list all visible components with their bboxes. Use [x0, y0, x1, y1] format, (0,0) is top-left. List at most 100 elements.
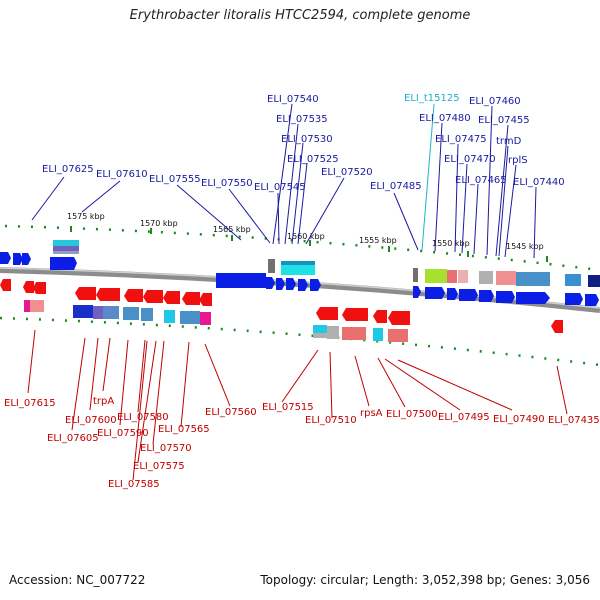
- feature-block: [103, 306, 119, 319]
- feature-block: [313, 325, 327, 333]
- reverse-leader-lines: [27, 329, 568, 481]
- reverse-gene-arrow: [182, 292, 200, 305]
- tick-label: 1545 kbp: [506, 242, 544, 251]
- forward-gene-arrow: [286, 278, 296, 290]
- reverse-gene-label: ELI_07510: [305, 415, 357, 426]
- major-tick: [150, 228, 152, 234]
- reverse-gene-label: ELI_07490: [493, 414, 545, 425]
- feature-block: [180, 311, 200, 324]
- forward-gene-arrow: [565, 293, 583, 305]
- feature-block: [479, 271, 493, 284]
- forward-gene-arrow: [496, 291, 515, 303]
- reverse-gene-arrow: [143, 290, 163, 303]
- feature-block: [53, 251, 79, 254]
- tick-label: 1560 kbp: [287, 232, 325, 241]
- reverse-gene-label: ELI_07570: [140, 443, 192, 454]
- forward-gene-label: ELI_07520: [321, 167, 373, 178]
- tick-label: 1570 kbp: [140, 219, 178, 228]
- forward-gene-block: [216, 273, 266, 288]
- reverse-gene-label: ELI_07585: [108, 479, 160, 490]
- forward-gene-arrow: [516, 292, 550, 304]
- forward-gene-arrow: [425, 287, 445, 299]
- reverse-gene-arrow: [96, 288, 120, 301]
- reverse-gene-label: ELI_07495: [438, 412, 490, 423]
- feature-block: [327, 326, 339, 339]
- reverse-gene-arrow: [551, 320, 563, 333]
- forward-gene-label: ELI_07480: [419, 113, 471, 124]
- reverse-gene-label: ELI_07605: [47, 433, 99, 444]
- major-tick: [388, 246, 390, 252]
- forward-gene-arrow: [50, 257, 77, 270]
- forward-gene-label: ELI_07555: [149, 174, 201, 185]
- reverse-gene-arrow: [388, 311, 410, 325]
- forward-gene-arrow: [585, 294, 599, 306]
- reverse-gene-arrow: [124, 289, 143, 302]
- reverse-gene-arrow: [75, 287, 96, 300]
- forward-gene-label: ELI_07460: [469, 96, 521, 107]
- reverse-gene-label: ELI_07590: [97, 428, 149, 439]
- feature-block: [200, 312, 211, 325]
- forward-gene-label: ELI_07540: [267, 94, 319, 105]
- genome-summary-text: Topology: circular; Length: 3,052,398 bp…: [260, 573, 590, 587]
- reverse-gene-label: ELI_07615: [4, 398, 56, 409]
- feature-block: [565, 274, 581, 286]
- tick-label: 1575 kbp: [67, 212, 105, 221]
- forward-gene-label: ELI_07530: [281, 134, 333, 145]
- feature-block: [164, 310, 175, 323]
- forward-gene-labels: ELI_07625 ELI_07610 ELI_07555 ELI_07550 …: [42, 93, 565, 193]
- forward-gene-label: ELI_07525: [287, 154, 339, 165]
- feature-block: [447, 270, 457, 283]
- feature-block: [53, 246, 79, 251]
- major-tick: [546, 256, 548, 262]
- feature-block: [73, 305, 93, 318]
- feature-block: [281, 261, 315, 265]
- major-tick: [70, 226, 72, 232]
- feature-block: [53, 240, 79, 246]
- reverse-gene-arrow: [342, 308, 368, 321]
- reverse-genes: [0, 279, 563, 342]
- reverse-gene-arrow: [199, 293, 212, 306]
- tick-label: 1565 kbp: [213, 225, 251, 234]
- forward-gene-label: ELI_07610: [96, 169, 148, 180]
- forward-gene-arrow: [310, 279, 321, 291]
- reverse-gene-arrow: [0, 279, 11, 291]
- forward-gene-label: ELI_07550: [201, 178, 253, 189]
- accession-text: Accession: NC_007722: [9, 573, 146, 587]
- reverse-gene-arrow: [316, 307, 338, 320]
- forward-gene-label: ELI_07535: [276, 114, 328, 125]
- forward-gene-arrow: [298, 279, 308, 291]
- forward-gene-label: ELI_07455: [478, 115, 530, 126]
- forward-leader-lines: [31, 103, 537, 259]
- forward-gene-arrow: [459, 289, 478, 301]
- forward-gene-arrow: [22, 253, 31, 265]
- forward-gene-label: ELI_07440: [513, 177, 565, 188]
- feature-block: [388, 329, 408, 342]
- genome-map: 1575 kbp 1570 kbp 1565 kbp 1560 kbp 1555…: [0, 93, 600, 490]
- feature-block: [373, 328, 383, 341]
- reverse-gene-arrow: [163, 291, 180, 304]
- trna-gene-label: ELI_t15125: [404, 93, 460, 104]
- forward-gene-label: ELI_07625: [42, 164, 94, 175]
- reverse-gene-label: ELI_07580: [117, 412, 169, 423]
- feature-block: [425, 269, 447, 283]
- reverse-gene-arrow: [33, 282, 46, 294]
- reverse-gene-label: ELI_07435: [548, 415, 600, 426]
- forward-gene-label: ELI_07545: [254, 182, 306, 193]
- forward-gene-arrow: [447, 288, 458, 300]
- forward-gene-label: ELI_07465: [455, 175, 507, 186]
- forward-genes: [0, 240, 600, 306]
- major-tick: [467, 251, 469, 257]
- forward-gene-label: ELI_07485: [370, 181, 422, 192]
- tick-label: 1555 kbp: [359, 236, 397, 245]
- feature-block: [268, 259, 275, 273]
- reverse-gene-label: ELI_07515: [262, 402, 314, 413]
- reverse-gene-label: ELI_07560: [205, 407, 257, 418]
- tick-label: 1550 kbp: [432, 239, 470, 248]
- reverse-gene-label: rpsA: [360, 408, 383, 419]
- feature-block: [458, 270, 468, 283]
- feature-block: [516, 272, 550, 286]
- forward-gene-arrow: [266, 277, 275, 289]
- reverse-gene-label: ELI_07600: [65, 415, 117, 426]
- map-title: Erythrobacter litoralis HTCC2594, comple…: [129, 8, 471, 23]
